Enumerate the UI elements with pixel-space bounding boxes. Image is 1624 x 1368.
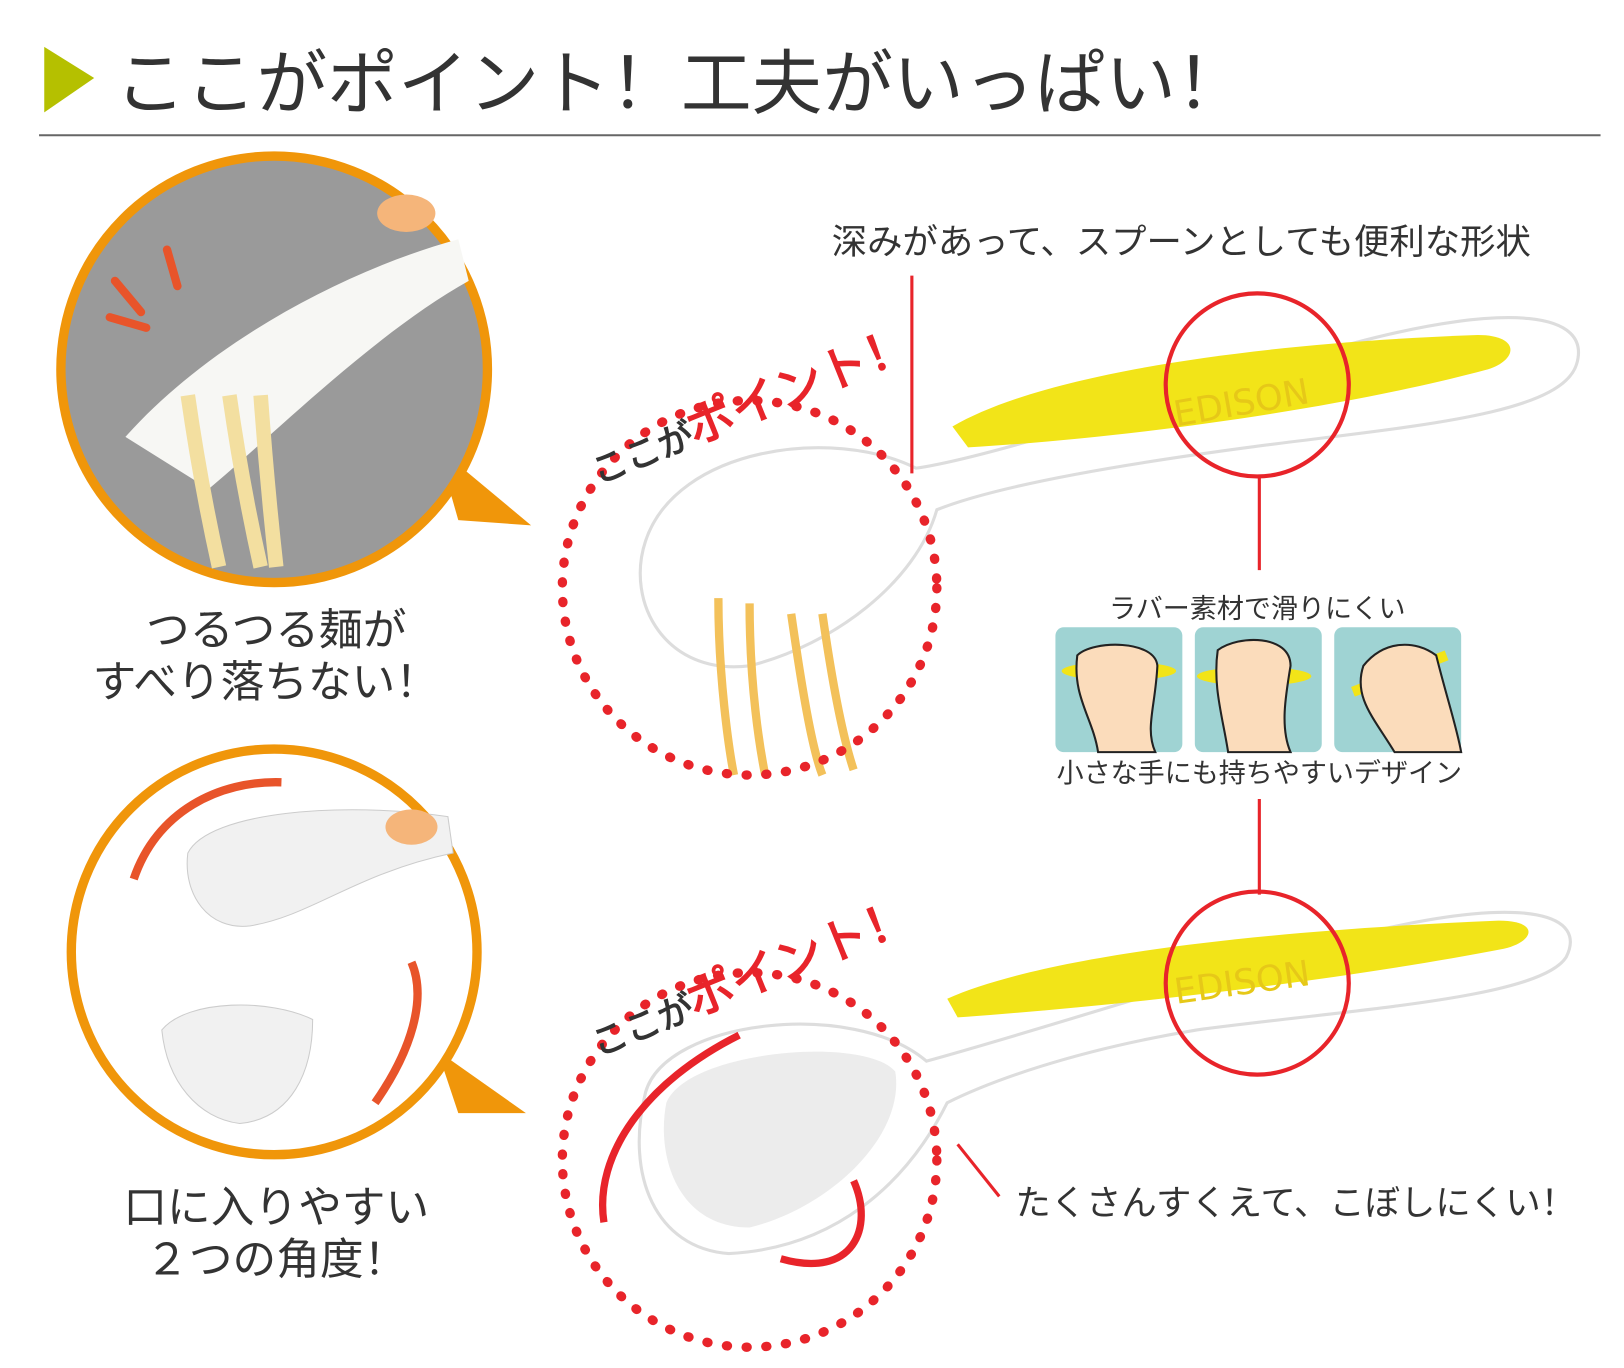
spoon-callout: たくさんすくえて、こぼしにくい！ — [1015, 1183, 1576, 1224]
fork-photo-bubble — [56, 151, 532, 588]
fork-badge-prefix: ここが — [586, 415, 700, 493]
grip-top-label: ラバー素材で滑りにくい — [1109, 594, 1406, 625]
fork-illustration: EDISON — [557, 275, 1580, 780]
fork-badge-main: ポイント！ — [679, 316, 921, 457]
spoon-grip-circle — [1163, 889, 1351, 1077]
grip-panels — [1055, 627, 1463, 754]
triangle-bullet-icon — [44, 46, 95, 113]
fork-grip-circle — [1163, 291, 1351, 479]
grip-bottom-label: 小さな手にも持ちやすいデザイン — [1057, 758, 1462, 789]
fork-highlight-circle — [557, 395, 942, 780]
fork-caption-line2: すべり落ちない！ — [93, 657, 439, 708]
spoon-illustration: EDISON — [557, 889, 1572, 1352]
page-title: ここがポイント！工夫がいっぱい！ — [115, 42, 1247, 125]
fork-callout: 深みがあって、スプーンとしても便利な形状 — [832, 222, 1531, 263]
fork-caption-line1: つるつる麺が — [146, 605, 406, 656]
spoon-badge-main: ポイント！ — [679, 888, 921, 1029]
spoon-highlight-circle — [557, 968, 942, 1352]
spoon-caption-line1: 口に入りやすい — [123, 1182, 429, 1233]
spoon-photo-bubble — [66, 744, 526, 1160]
spoon-caption-line2: ２つの角度！ — [145, 1234, 407, 1285]
